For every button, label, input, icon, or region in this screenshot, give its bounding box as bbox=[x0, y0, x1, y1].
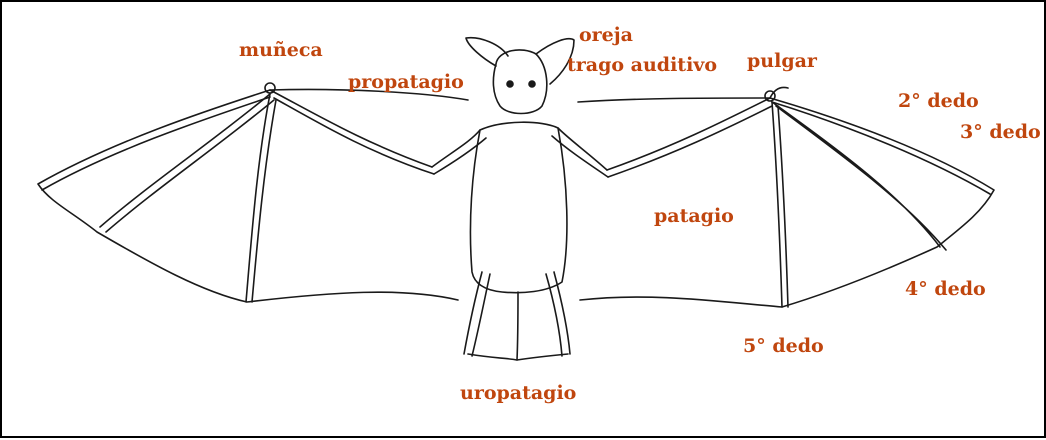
label-5-dedo: 5° dedo bbox=[743, 337, 824, 356]
left-leading-edge bbox=[42, 97, 270, 190]
right-forearm bbox=[607, 98, 772, 177]
left-forearm bbox=[270, 90, 434, 174]
left-wrist-knob bbox=[265, 83, 275, 93]
label-trago-auditivo: trago auditivo bbox=[567, 56, 717, 75]
right-eye bbox=[529, 81, 535, 87]
label-propatagio: propatagio bbox=[348, 73, 464, 92]
left-upper-arm bbox=[432, 130, 486, 174]
bat-head bbox=[493, 50, 546, 114]
right-wrist-knob bbox=[765, 91, 775, 101]
right-finger-3 bbox=[772, 102, 946, 250]
label-uropatagio: uropatagio bbox=[460, 384, 576, 403]
left-eye bbox=[507, 81, 513, 87]
left-ear bbox=[466, 38, 508, 66]
right-finger-4 bbox=[772, 102, 788, 307]
label-patagio: patagio bbox=[654, 207, 734, 226]
label-pulgar: pulgar bbox=[747, 52, 817, 71]
left-leg bbox=[464, 272, 490, 356]
label-muneca: muñeca bbox=[239, 41, 323, 60]
right-leading-edge bbox=[772, 102, 990, 194]
right-upper-arm bbox=[552, 128, 608, 177]
label-4-dedo: 4° dedo bbox=[905, 280, 986, 299]
left-finger-4 bbox=[246, 94, 276, 302]
tail bbox=[517, 292, 518, 360]
left-finger-3 bbox=[100, 94, 274, 232]
label-2-dedo: 2° dedo bbox=[898, 92, 979, 111]
label-3-dedo: 3° dedo bbox=[960, 123, 1041, 142]
label-oreja: oreja bbox=[579, 26, 633, 45]
bat-body bbox=[470, 122, 567, 292]
left-wing-membrane bbox=[38, 89, 468, 302]
right-wing-membrane bbox=[578, 98, 994, 307]
right-leg bbox=[546, 272, 570, 356]
